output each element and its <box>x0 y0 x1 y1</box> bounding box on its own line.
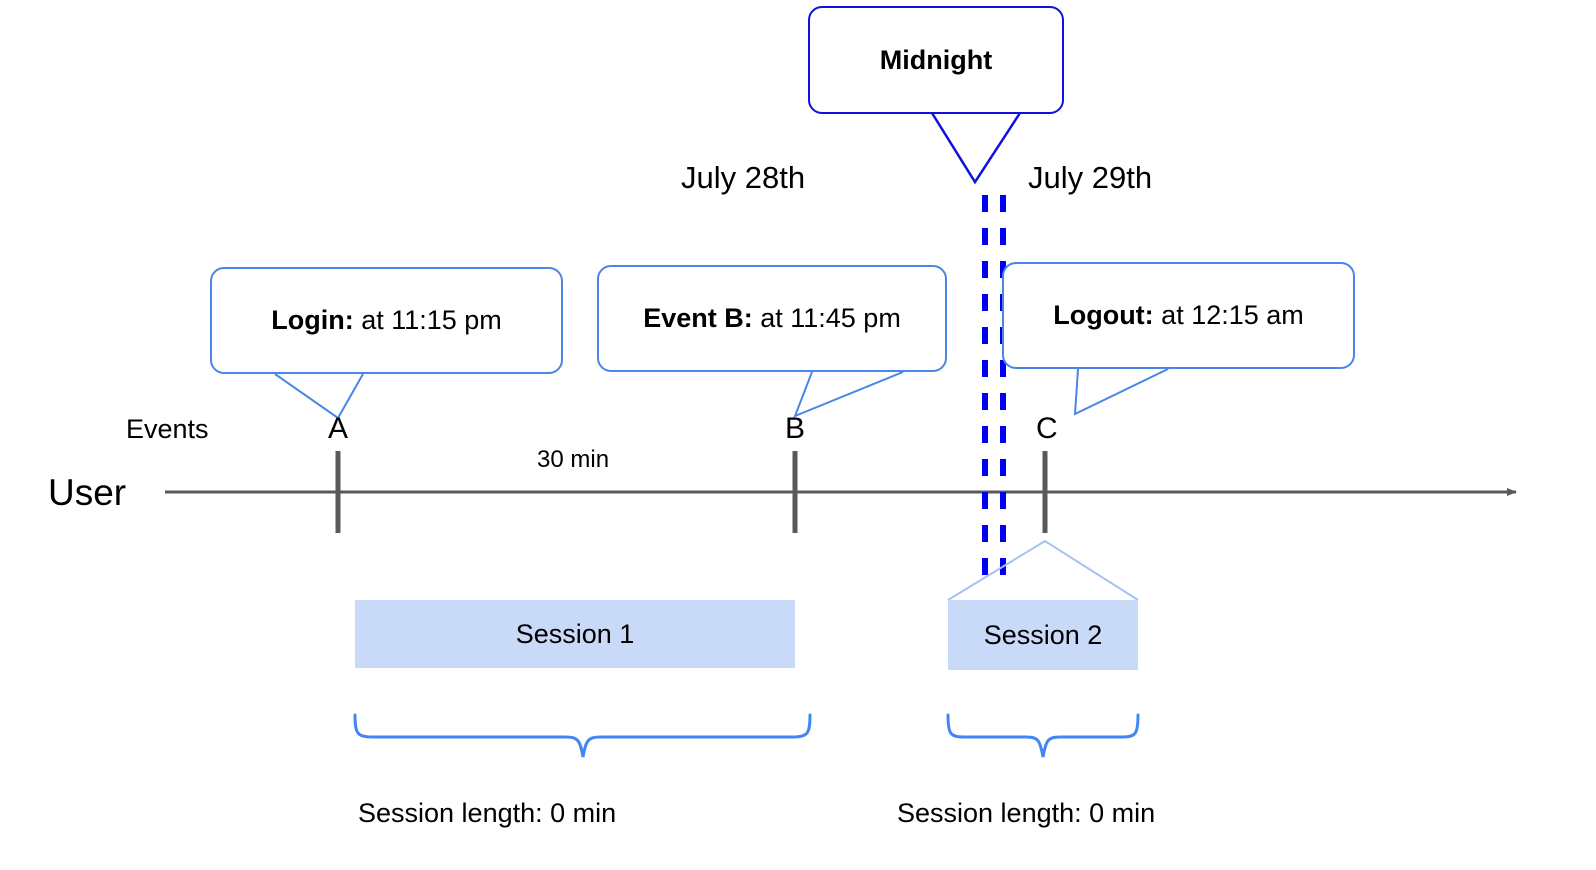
session-2-connector <box>947 539 1139 601</box>
brace-session-1 <box>353 713 812 758</box>
eventb-callout-tail <box>793 371 904 418</box>
session-bar-1-label: Session 1 <box>515 618 635 649</box>
date-label-left: July 28th <box>681 160 806 195</box>
callout-eventb[interactable]: Event B: at 11:45 pm <box>597 265 947 372</box>
brace-session-2 <box>946 713 1140 758</box>
callout-eventb-bold: Event B: <box>643 303 753 333</box>
callout-logout-rest: at 12:15 am <box>1153 300 1304 330</box>
marker-label-c: C <box>1036 412 1058 445</box>
callout-login-bold: Login: <box>271 305 354 335</box>
midnight-callout-tail <box>930 112 1022 185</box>
callout-eventb-text: Event B: at 11:45 pm <box>599 303 945 334</box>
callout-login-text: Login: at 11:15 pm <box>212 305 561 336</box>
callout-logout[interactable]: Logout: at 12:15 am <box>1002 262 1355 369</box>
session-bar-1[interactable]: Session 1 <box>355 600 795 668</box>
callout-midnight[interactable]: Midnight <box>808 6 1064 114</box>
session-1-length-label: Session length: 0 min <box>358 798 617 828</box>
marker-label-a: A <box>328 412 349 445</box>
session-2-length-label: Session length: 0 min <box>897 798 1156 828</box>
callout-logout-text: Logout: at 12:15 am <box>1004 300 1353 331</box>
callout-midnight-label: Midnight <box>879 44 993 75</box>
logout-callout-tail <box>1073 368 1169 416</box>
session-bar-2-label: Session 2 <box>983 619 1103 650</box>
marker-label-b: B <box>785 412 806 445</box>
callout-logout-bold: Logout: <box>1053 300 1154 330</box>
callout-eventb-rest: at 11:45 pm <box>752 303 901 333</box>
interval-label-30min: 30 min <box>537 446 610 473</box>
session-bar-2[interactable]: Session 2 <box>948 600 1138 670</box>
date-label-right: July 29th <box>1028 160 1153 195</box>
callout-login-rest: at 11:15 pm <box>353 305 502 335</box>
row-label-user: User <box>48 472 127 513</box>
row-label-events: Events <box>126 414 209 444</box>
callout-login[interactable]: Login: at 11:15 pm <box>210 267 563 374</box>
login-callout-tail <box>274 373 364 420</box>
